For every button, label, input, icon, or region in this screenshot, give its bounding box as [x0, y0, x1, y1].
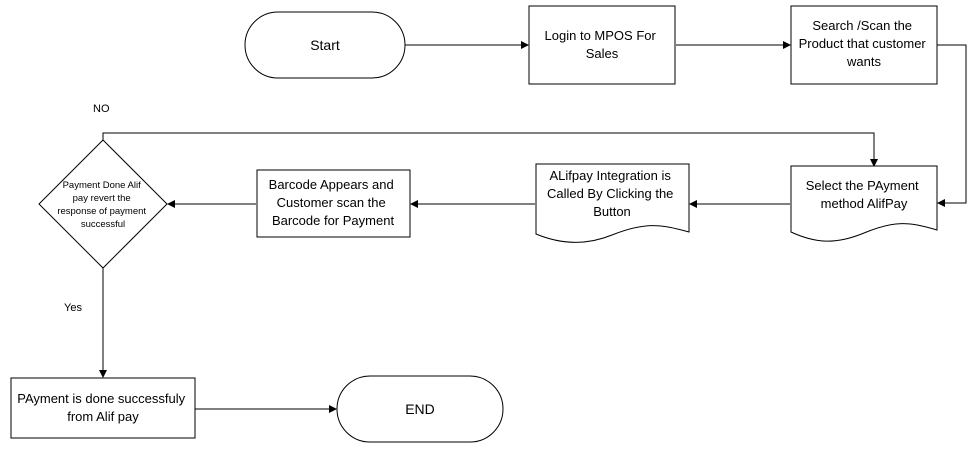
select-label: Select the PAyment method AlifPay	[806, 178, 923, 211]
integration-label: ALifpay Integration is Called By Clickin…	[547, 168, 677, 219]
success-label: PAyment is done successfuly from Alif pa…	[17, 391, 189, 424]
yes-edge-label: Yes	[64, 302, 82, 314]
decision-label: Payment Done Alif pay revert the respons…	[57, 180, 148, 230]
node-decision: Payment Done Alif pay revert the respons…	[38, 139, 168, 269]
node-search: Search /Scan the Product that customer w…	[790, 5, 938, 85]
node-login: Login to MPOS For Sales	[528, 5, 676, 85]
end-label: END	[405, 401, 435, 417]
node-barcode: Barcode Appears and Customer scan the Ba…	[256, 169, 411, 238]
start-label: Start	[310, 37, 340, 53]
edge-decision-no-loop	[102, 132, 878, 167]
node-start: Start	[244, 11, 406, 79]
login-label: Login to MPOS For Sales	[545, 28, 660, 61]
node-end: END	[336, 375, 504, 443]
node-integration: ALifpay Integration is Called By Clickin…	[535, 163, 690, 243]
barcode-label: Barcode Appears and Customer scan the Ba…	[269, 177, 398, 228]
no-edge-label: NO	[93, 103, 110, 115]
edge-search-to-select	[937, 44, 967, 207]
connectors	[99, 41, 967, 413]
node-payment-success: PAyment is done successfuly from Alif pa…	[10, 377, 196, 439]
node-select-payment: Select the PAyment method AlifPay	[790, 165, 938, 242]
search-label: Search /Scan the Product that customer w…	[799, 18, 930, 69]
